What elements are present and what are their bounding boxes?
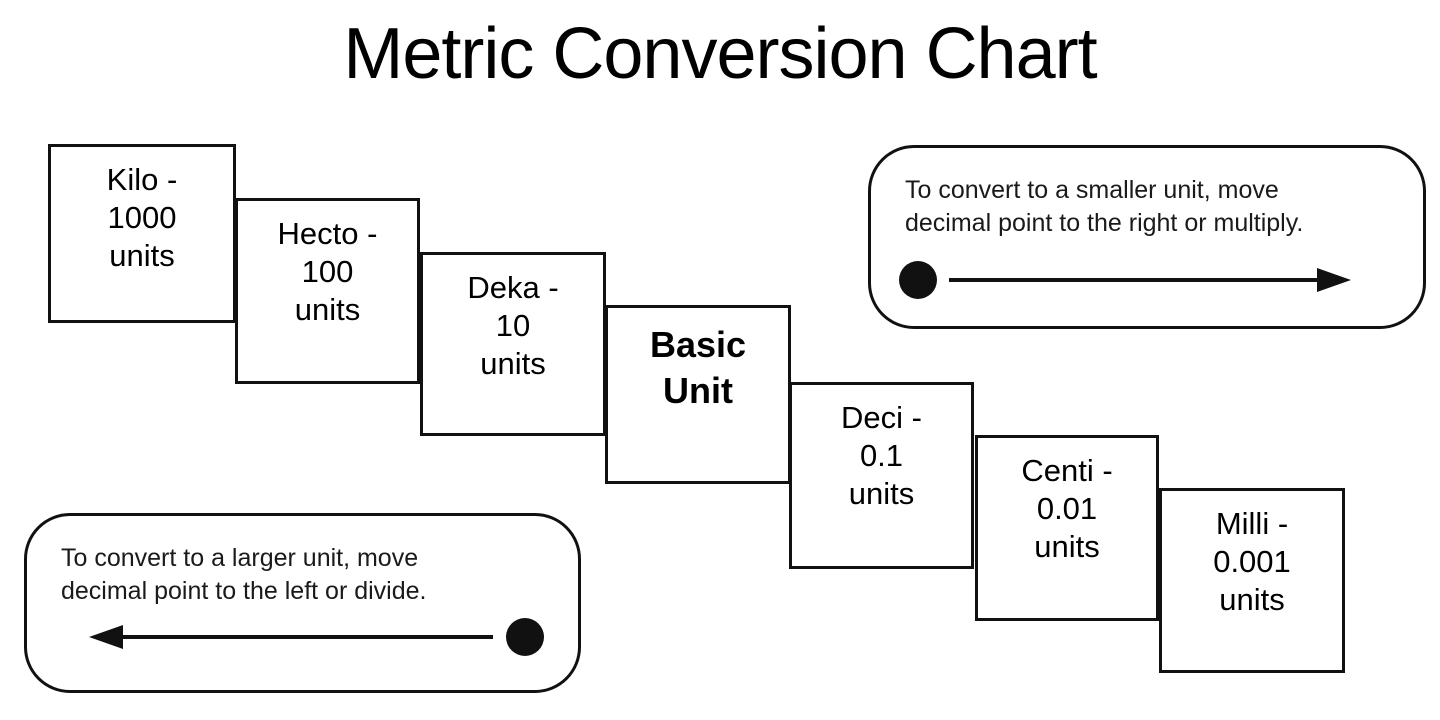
callout-larger-unit-text: To convert to a larger unit, move decima… xyxy=(61,544,427,605)
arrow-left-divide xyxy=(89,618,544,656)
arrow-start-dot-icon xyxy=(506,618,544,656)
unit-box-deci[interactable]: Deci - 0.1 units xyxy=(789,382,974,569)
unit-box-kilo[interactable]: Kilo - 1000 units xyxy=(48,144,236,323)
unit-box-deci-label: Deci - 0.1 units xyxy=(841,400,922,511)
arrow-head-right-icon xyxy=(1317,268,1351,292)
unit-box-milli[interactable]: Milli - 0.001 units xyxy=(1159,488,1345,673)
arrow-head-left-icon xyxy=(89,625,123,649)
unit-box-basic[interactable]: Basic Unit xyxy=(605,305,791,484)
unit-box-hecto[interactable]: Hecto - 100 units xyxy=(235,198,420,384)
arrow-right-multiply xyxy=(899,261,1351,299)
unit-box-basic-label: Basic Unit xyxy=(649,324,747,411)
unit-box-milli-label: Milli - 0.001 units xyxy=(1213,506,1291,617)
callout-smaller-unit-text: To convert to a smaller unit, move decim… xyxy=(905,176,1304,237)
page-title: Metric Conversion Chart xyxy=(343,14,1097,94)
unit-box-deka-label: Deka - 10 units xyxy=(467,270,559,381)
unit-box-kilo-label: Kilo - 1000 units xyxy=(106,162,178,273)
callout-larger-unit: To convert to a larger unit, move decima… xyxy=(24,513,581,693)
unit-box-deka[interactable]: Deka - 10 units xyxy=(420,252,606,436)
unit-box-hecto-label: Hecto - 100 units xyxy=(277,216,378,327)
unit-box-centi-label: Centi - 0.01 units xyxy=(1021,453,1113,564)
unit-box-centi[interactable]: Centi - 0.01 units xyxy=(975,435,1159,621)
arrow-start-dot-icon xyxy=(899,261,937,299)
callout-smaller-unit: To convert to a smaller unit, move decim… xyxy=(868,145,1426,329)
